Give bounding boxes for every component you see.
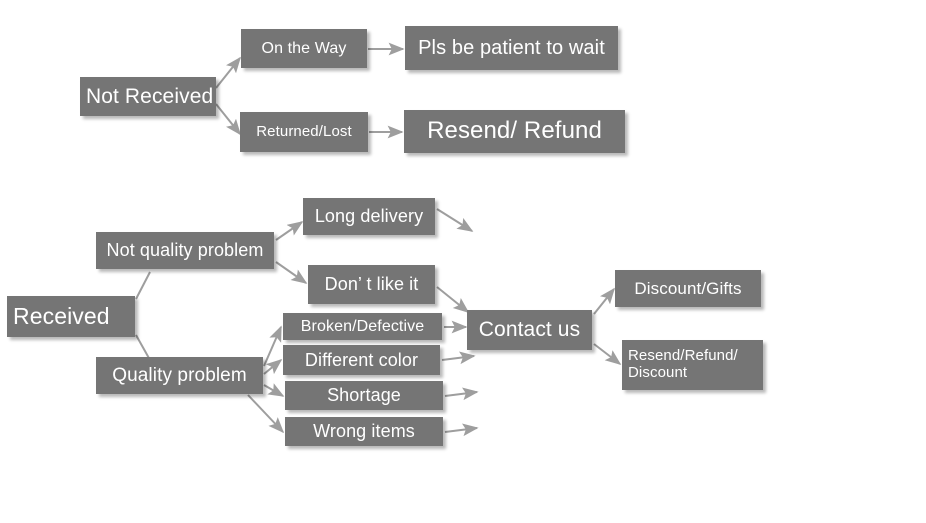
node-label-received: Received (13, 302, 110, 329)
node-dont_like_it[interactable]: Don’ t like it (308, 265, 435, 304)
node-label-discount_gifts: Discount/Gifts (634, 278, 742, 298)
node-received[interactable]: Received (7, 296, 135, 337)
edge-received-to-not_quality (135, 271, 151, 300)
node-label-pls_be_patient: Pls be patient to wait (418, 36, 605, 59)
edge-not_received-to-returned_lost (215, 103, 241, 136)
node-quality[interactable]: Quality problem (96, 357, 263, 394)
edge-wrong_items-to-contact_us (444, 423, 479, 437)
edge-long_delivery-to-contact_us (436, 208, 474, 232)
node-shortage[interactable]: Shortage (285, 381, 443, 410)
edge-not_received-to-on_the_way (215, 56, 241, 89)
node-label-resend_refund_discount: Resend/Refund/ Discount (628, 347, 738, 381)
edge-quality-to-shortage (263, 383, 285, 397)
node-resend_refund_discount[interactable]: Resend/Refund/ Discount (622, 340, 763, 390)
edge-not_quality-to-long_delivery (275, 221, 304, 241)
edge-not_quality-to-dont_like_it (275, 261, 308, 284)
node-label-not_received: Not Received (86, 84, 214, 108)
edge-different_color-to-contact_us (441, 351, 476, 365)
node-wrong_items[interactable]: Wrong items (285, 417, 443, 446)
node-on_the_way[interactable]: On the Way (241, 29, 367, 68)
edge-quality-to-wrong_items (247, 394, 285, 434)
node-broken_defective[interactable]: Broken/Defective (283, 313, 442, 340)
node-label-not_quality: Not quality problem (106, 240, 264, 261)
node-returned_lost[interactable]: Returned/Lost (240, 112, 368, 152)
node-not_received[interactable]: Not Received (80, 77, 216, 116)
node-long_delivery[interactable]: Long delivery (303, 198, 435, 235)
node-label-wrong_items: Wrong items (313, 421, 415, 442)
node-label-long_delivery: Long delivery (314, 206, 424, 227)
edge-contact_us-to-resend_refund_discount (593, 343, 622, 365)
node-pls_be_patient[interactable]: Pls be patient to wait (405, 26, 618, 70)
node-label-shortage: Shortage (327, 385, 401, 406)
node-label-different_color: Different color (304, 349, 419, 370)
edge-dont_like_it-to-contact_us (436, 286, 470, 314)
edge-contact_us-to-discount_gifts (593, 287, 615, 315)
node-different_color[interactable]: Different color (283, 345, 440, 375)
node-label-quality: Quality problem (112, 364, 247, 386)
node-label-contact_us: Contact us (478, 318, 581, 342)
node-label-dont_like_it: Don’ t like it (324, 274, 419, 295)
node-resend_refund[interactable]: Resend/ Refund (404, 110, 625, 153)
node-label-broken_defective: Broken/Defective (300, 317, 425, 335)
node-not_quality[interactable]: Not quality problem (96, 232, 274, 269)
edge-quality-to-different_color (263, 358, 283, 375)
node-discount_gifts[interactable]: Discount/Gifts (615, 270, 761, 307)
node-contact_us[interactable]: Contact us (467, 310, 592, 350)
edge-shortage-to-contact_us (444, 387, 479, 401)
node-label-returned_lost: Returned/Lost (256, 122, 352, 140)
node-label-resend_refund: Resend/ Refund (427, 117, 602, 145)
node-label-on_the_way: On the Way (261, 39, 347, 57)
edge-quality-to-broken_defective (263, 325, 282, 367)
